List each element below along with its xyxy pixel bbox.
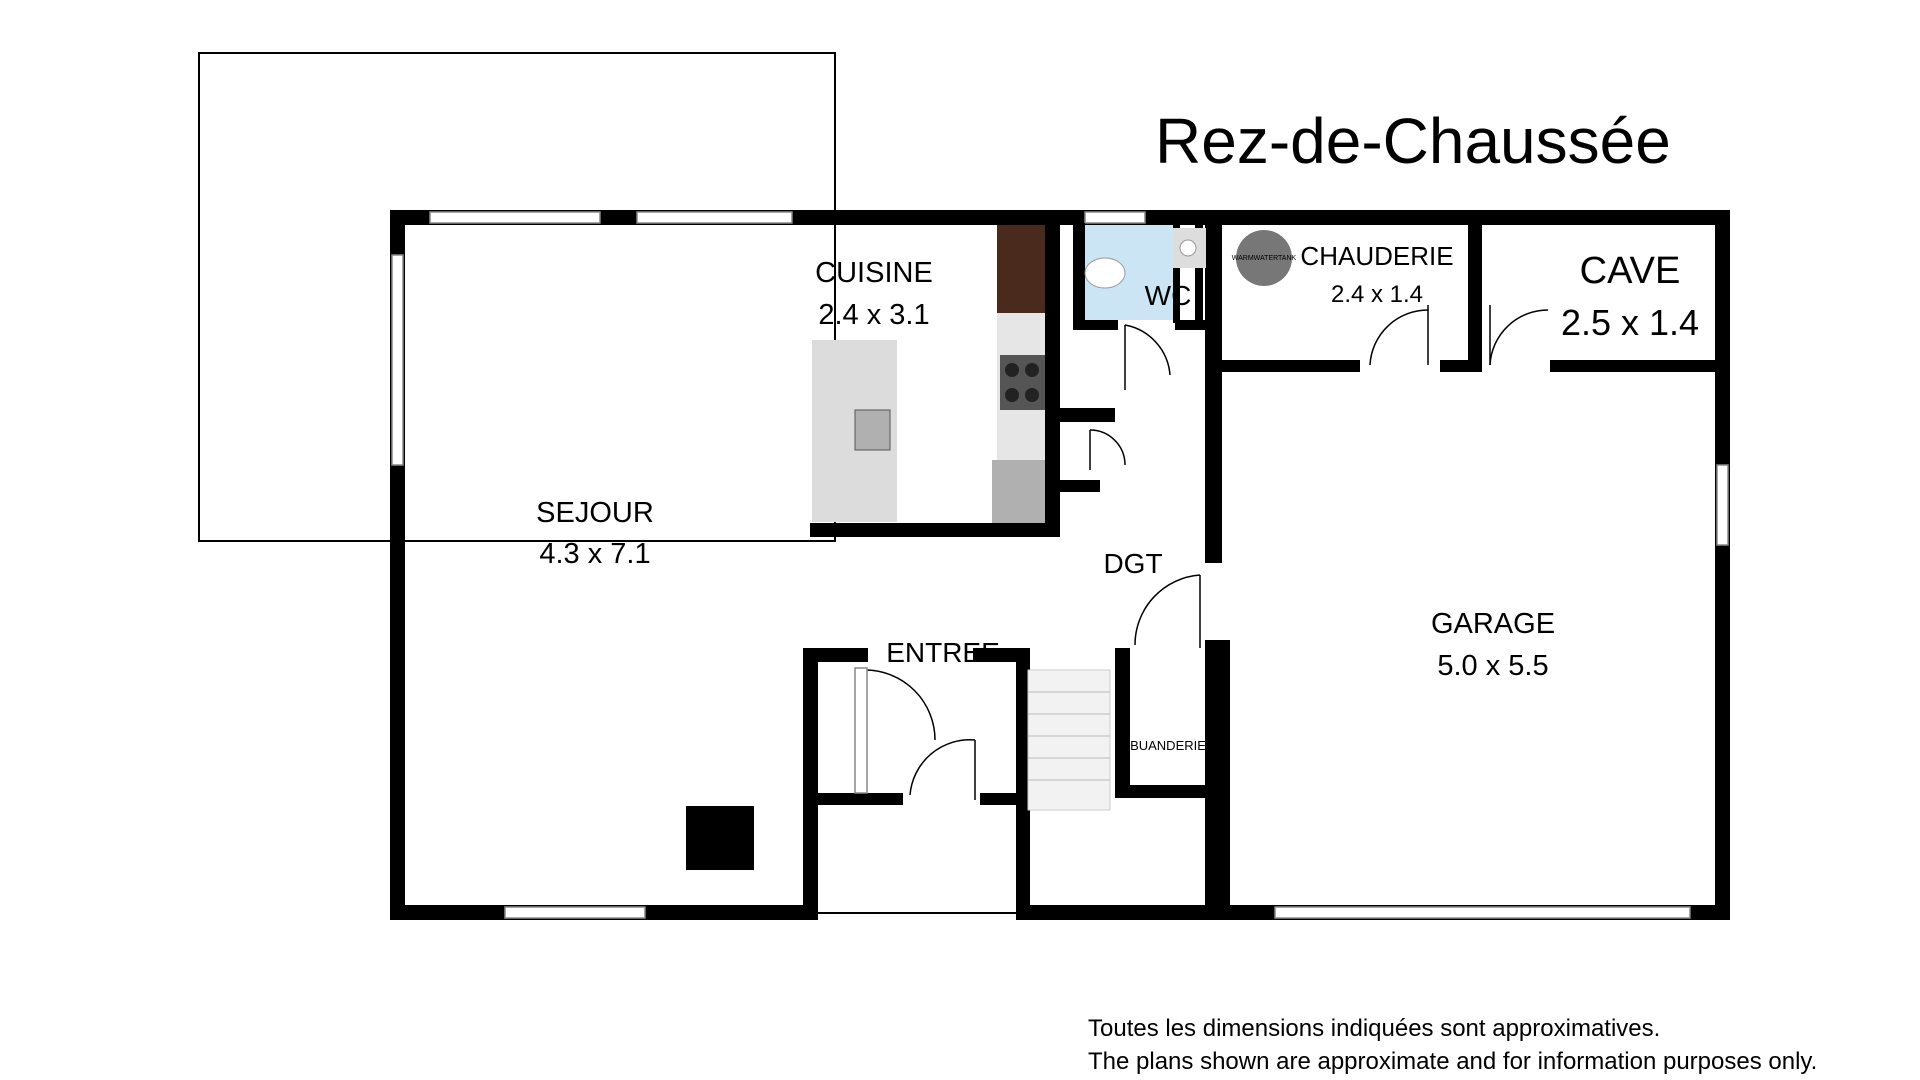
room-size-sejour: 4.3 x 7.1 [539, 538, 650, 570]
disclaimer-line-en: The plans shown are approximate and for … [1088, 1048, 1818, 1075]
water-tank-icon [1236, 230, 1292, 286]
room-name-cave: CAVE [1580, 250, 1681, 292]
terrace-outline [198, 52, 836, 542]
room-size-garage: 5.0 x 5.5 [1437, 650, 1548, 682]
tank-label: WARMWATERTANK [1232, 255, 1297, 262]
room-name-chauderie: CHAUDERIE [1300, 241, 1453, 271]
disclaimer-line-fr: Toutes les dimensions indiquées sont app… [1088, 1015, 1661, 1042]
room-labels: SEJOUR 4.3 x 7.1 CUISINE 2.4 x 3.1 WC CH… [536, 241, 1699, 753]
room-size-cave: 2.5 x 1.4 [1561, 302, 1699, 343]
room-name-dgt: DGT [1103, 548, 1162, 579]
room-name-wc: WC [1145, 280, 1192, 311]
plan-title: Rez-de-Chaussée [1155, 105, 1671, 177]
room-size-cuisine: 2.4 x 3.1 [818, 299, 929, 331]
doors [854, 305, 1549, 800]
toilet-icon [1084, 257, 1126, 289]
room-size-chauderie: 2.4 x 1.4 [1331, 281, 1423, 308]
fireplace [686, 806, 754, 870]
room-name-garage: GARAGE [1431, 608, 1555, 640]
windows [391, 211, 1729, 919]
room-name-entree: ENTREE [886, 637, 1000, 668]
room-name-buanderie: BUANDERIE [1130, 738, 1206, 753]
interior-walls [803, 223, 1730, 920]
stairs [1027, 669, 1111, 811]
stove-icon [1000, 355, 1045, 410]
room-name-sejour: SEJOUR [536, 497, 654, 529]
kitchen-fixtures [812, 225, 1045, 523]
room-name-cuisine: CUISINE [815, 257, 933, 289]
disclaimer: Toutes les dimensions indiquées sont app… [1088, 1012, 1817, 1078]
sink-icon [854, 409, 891, 451]
